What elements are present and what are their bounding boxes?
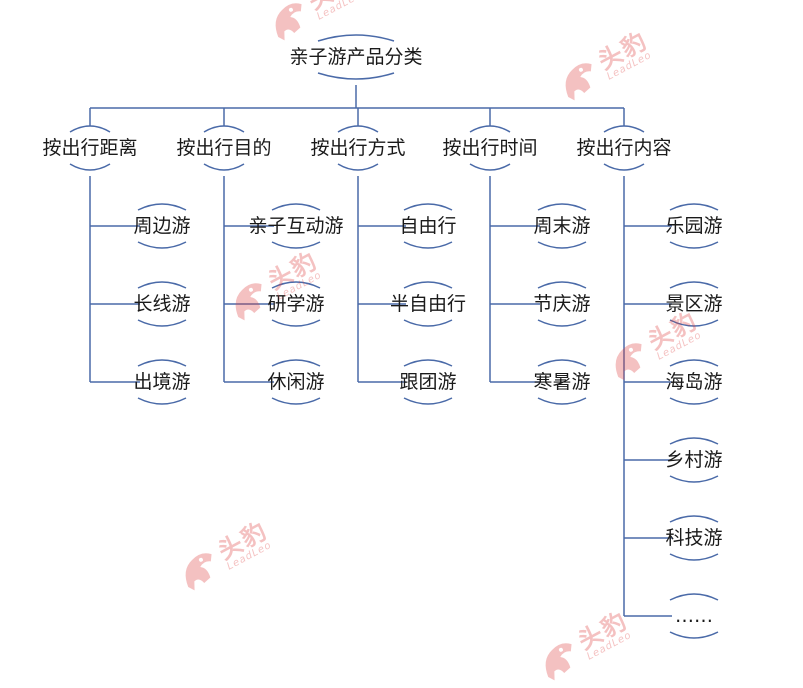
child-node-3-1-arc-bottom xyxy=(537,319,587,327)
child-node-2-1: 半自由行 xyxy=(389,293,467,315)
category-node-3-arc-top xyxy=(469,125,511,133)
child-node-4-0-arc-bottom xyxy=(669,241,719,249)
child-node-4-3: 乡村游 xyxy=(665,449,723,471)
category-node-0: 按出行距离 xyxy=(42,137,138,159)
child-node-2-2-arc-top xyxy=(403,359,453,367)
child-node-2-0-arc-top xyxy=(403,203,453,211)
child-node-0-2-arc-bottom xyxy=(137,397,187,405)
child-node-2-2-arc-bottom xyxy=(403,397,453,405)
category-node-1-arc-top xyxy=(203,125,245,133)
child-node-2-1-arc-bottom xyxy=(403,319,453,327)
child-node-4-2-arc-bottom xyxy=(669,397,719,405)
child-node-0-1-arc-top xyxy=(137,281,187,289)
child-node-1-1: 研学游 xyxy=(267,293,325,315)
child-node-1-1-arc-bottom xyxy=(271,319,321,327)
category-node-2: 按出行方式 xyxy=(310,137,406,159)
child-node-4-5-arc-top xyxy=(669,593,719,601)
child-node-1-2-arc-top xyxy=(271,359,321,367)
child-node-4-4-arc-top xyxy=(669,515,719,523)
child-node-3-2: 寒暑游 xyxy=(533,371,591,393)
root-node-arc-top xyxy=(317,34,395,42)
child-node-0-1: 长线游 xyxy=(133,293,191,315)
category-node-1: 按出行目的 xyxy=(176,137,272,159)
child-node-0-0-arc-top xyxy=(137,203,187,211)
category-node-4: 按出行内容 xyxy=(576,137,672,159)
child-node-3-1: 节庆游 xyxy=(533,293,591,315)
root-node: 亲子游产品分类 xyxy=(289,46,423,68)
child-node-2-0-arc-bottom xyxy=(403,241,453,249)
category-node-0-arc-bottom xyxy=(69,163,111,171)
child-node-3-2-arc-bottom xyxy=(537,397,587,405)
category-node-2-arc-top xyxy=(337,125,379,133)
child-node-4-5: …… xyxy=(675,605,713,627)
child-node-3-2-arc-top xyxy=(537,359,587,367)
child-node-4-4-arc-bottom xyxy=(669,553,719,561)
category-node-0-arc-top xyxy=(69,125,111,133)
child-node-2-1-arc-top xyxy=(403,281,453,289)
child-node-4-0: 乐园游 xyxy=(665,215,723,237)
category-node-3-arc-bottom xyxy=(469,163,511,171)
child-node-0-0-arc-bottom xyxy=(137,241,187,249)
child-node-0-1-arc-bottom xyxy=(137,319,187,327)
child-node-3-0-arc-top xyxy=(537,203,587,211)
child-node-0-2-arc-top xyxy=(137,359,187,367)
child-node-4-2: 海岛游 xyxy=(665,371,723,393)
child-node-4-2-arc-top xyxy=(669,359,719,367)
child-node-1-2-arc-bottom xyxy=(271,397,321,405)
child-node-4-5-arc-bottom xyxy=(669,631,719,639)
category-node-3: 按出行时间 xyxy=(442,137,538,159)
child-node-4-0-arc-top xyxy=(669,203,719,211)
child-node-4-1-arc-top xyxy=(669,281,719,289)
child-node-4-4: 科技游 xyxy=(665,527,723,549)
child-node-1-2: 休闲游 xyxy=(267,371,325,393)
child-node-4-1: 景区游 xyxy=(665,293,723,315)
child-node-2-0: 自由行 xyxy=(399,215,457,237)
root-node-arc-bottom xyxy=(317,72,395,80)
child-node-1-0-arc-top xyxy=(271,203,321,211)
child-node-1-0-arc-bottom xyxy=(271,241,321,249)
category-node-1-arc-bottom xyxy=(203,163,245,171)
child-node-2-2: 跟团游 xyxy=(399,371,457,393)
child-node-1-1-arc-top xyxy=(271,281,321,289)
child-node-3-0: 周末游 xyxy=(533,215,591,237)
child-node-1-0: 亲子互动游 xyxy=(248,215,344,237)
child-node-3-1-arc-top xyxy=(537,281,587,289)
child-node-0-2: 出境游 xyxy=(133,371,191,393)
child-node-3-0-arc-bottom xyxy=(537,241,587,249)
child-node-4-1-arc-bottom xyxy=(669,319,719,327)
category-node-2-arc-bottom xyxy=(337,163,379,171)
category-node-4-arc-top xyxy=(603,125,645,133)
category-node-4-arc-bottom xyxy=(603,163,645,171)
child-node-4-3-arc-bottom xyxy=(669,475,719,483)
child-node-4-3-arc-top xyxy=(669,437,719,445)
child-node-0-0: 周边游 xyxy=(133,215,191,237)
